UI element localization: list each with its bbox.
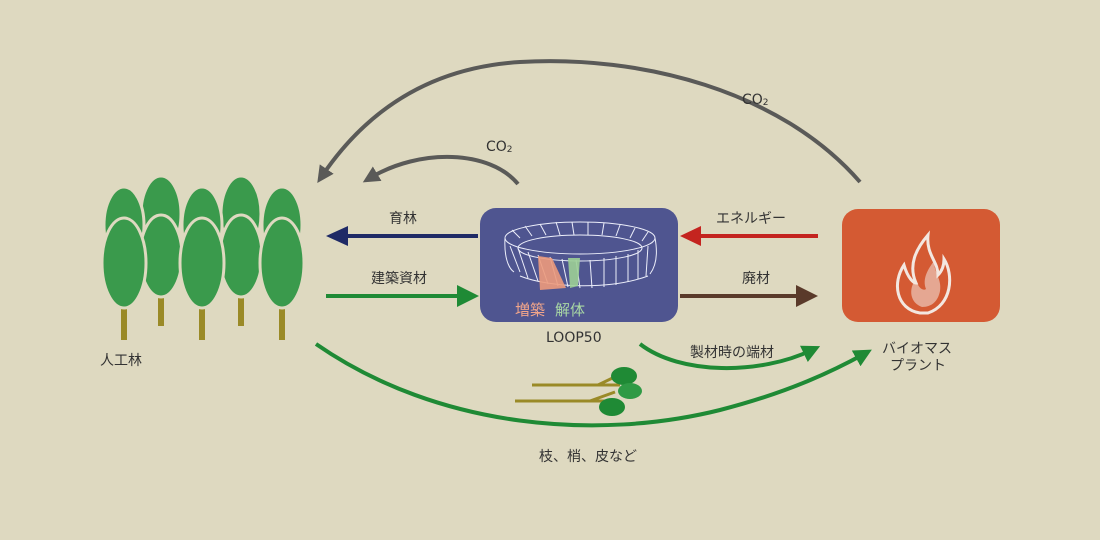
co2-small-arrow [362, 155, 520, 186]
forest-label: 人工林 [100, 353, 142, 369]
ikurin-arrow [326, 226, 478, 246]
biomass-plant-box [842, 209, 1000, 322]
co2-small-text: CO [486, 139, 507, 155]
branches-arrow [314, 342, 872, 428]
kaitai-label: 解体 [555, 301, 586, 319]
forest-icon [100, 174, 306, 340]
branches-label: 枝、梢、皮など [539, 449, 637, 465]
energy-arrow [680, 226, 818, 246]
co2-large-sub: 2 [762, 98, 769, 108]
co2-small-sub: 2 [506, 145, 513, 155]
co2-small-label: CO2 [486, 139, 513, 155]
co2-large-label: CO2 [742, 92, 769, 108]
co2-large-text: CO [742, 92, 763, 108]
branches-icon [515, 367, 642, 416]
loop50-label: LOOP50 [546, 330, 602, 346]
loop50-box [480, 208, 678, 322]
flame-icon [895, 230, 952, 315]
energy-label: エネルギー [716, 211, 786, 227]
haizai-arrow [680, 285, 818, 307]
zochiku-label: 増築 [515, 301, 546, 319]
biomass-label-line2: プラント [890, 358, 946, 374]
kenchiku-arrow [326, 285, 479, 307]
co2-large-arrow [317, 59, 862, 184]
ikurin-label: 育林 [389, 211, 417, 227]
biomass-label-line1: バイオマス [882, 341, 952, 357]
kenchiku-label: 建築資材 [371, 271, 427, 287]
hashizai-arrow [638, 342, 821, 370]
stadium-wireframe-icon [504, 221, 657, 290]
hashizai-label: 製材時の端材 [690, 345, 774, 361]
haizai-label: 廃材 [742, 271, 770, 287]
